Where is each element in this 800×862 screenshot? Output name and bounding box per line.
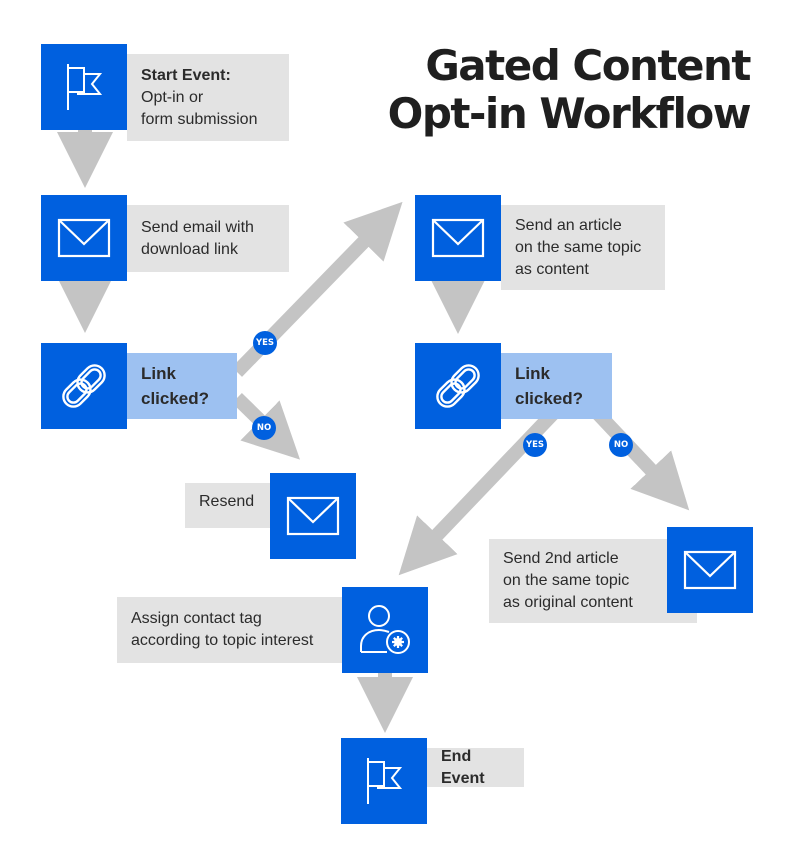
second-article-line-3: as original content xyxy=(503,594,633,611)
envelope-icon xyxy=(286,496,340,536)
resend-line-1: Resend xyxy=(199,492,255,510)
start-event-label: Start Event: Opt-in or form submission xyxy=(127,54,289,141)
assign-tag-line-1: Assign contact tag xyxy=(131,610,262,627)
flag-icon xyxy=(67,64,103,110)
send-article-label: Send an article on the same topic as con… xyxy=(501,205,665,290)
assign-tag-node[interactable] xyxy=(342,587,428,673)
envelope-icon xyxy=(683,550,737,590)
link-clicked-decision-2-label: Link clicked? xyxy=(501,353,612,419)
send-article-node[interactable] xyxy=(415,195,501,281)
resend-label: Resend xyxy=(185,483,275,528)
assign-tag-line-2: according to topic interest xyxy=(131,632,314,649)
yes-badge-1: YES xyxy=(253,331,277,355)
link-check-2-line-1: Link xyxy=(515,364,550,383)
start-event-line-2: form submission xyxy=(141,110,258,128)
send-email-node[interactable] xyxy=(41,195,127,281)
chain-link-icon xyxy=(62,364,106,408)
title-line-2: Opt-in Workflow xyxy=(387,89,752,138)
second-article-line-1: Send 2nd article xyxy=(503,550,619,567)
send-article-line-2: on the same topic xyxy=(515,238,642,256)
no-badge-2: NO xyxy=(609,433,633,457)
arrow-yes-to-assign-tag xyxy=(398,395,572,576)
assign-tag-label: Assign contact tag according to topic in… xyxy=(117,597,347,663)
send-article-line-1: Send an article xyxy=(515,216,622,234)
link-check-1-line-2: clicked? xyxy=(141,389,210,408)
flag-icon xyxy=(367,758,403,804)
send-second-article-label: Send 2nd article on the same topic as or… xyxy=(489,539,697,623)
send-email-line-1: Send email with xyxy=(141,218,254,236)
end-event-line-1: End Event xyxy=(441,747,485,787)
title-line-1: Gated Content xyxy=(425,41,751,90)
link-check-2-line-2: clicked? xyxy=(515,389,584,408)
send-email-line-2: download link xyxy=(141,240,238,258)
start-event-line-1: Opt-in or xyxy=(141,88,204,106)
user-settings-icon xyxy=(360,605,410,654)
link-clicked-decision-1-node[interactable] xyxy=(41,343,127,429)
chain-link-icon xyxy=(436,364,480,408)
envelope-icon xyxy=(57,218,111,258)
link-clicked-decision-1-label: Link clicked? xyxy=(127,353,237,419)
end-event-node[interactable] xyxy=(341,738,427,824)
start-event-heading: Start Event: xyxy=(141,66,231,84)
send-second-article-node[interactable] xyxy=(667,527,753,613)
yes-badge-2: YES xyxy=(523,433,547,457)
second-article-line-2: on the same topic xyxy=(503,572,630,589)
end-event-label: End Event xyxy=(427,748,524,787)
link-check-1-line-1: Link xyxy=(141,364,176,383)
resend-node[interactable] xyxy=(270,473,356,559)
page-title: Gated Content Opt-in Workflow xyxy=(387,41,752,138)
no-badge-1: NO xyxy=(252,416,276,440)
send-article-line-3: as content xyxy=(515,260,589,278)
envelope-icon xyxy=(431,218,485,258)
link-clicked-decision-2-node[interactable] xyxy=(415,343,501,429)
start-event-node[interactable] xyxy=(41,44,127,130)
send-email-label: Send email with download link xyxy=(127,205,289,272)
